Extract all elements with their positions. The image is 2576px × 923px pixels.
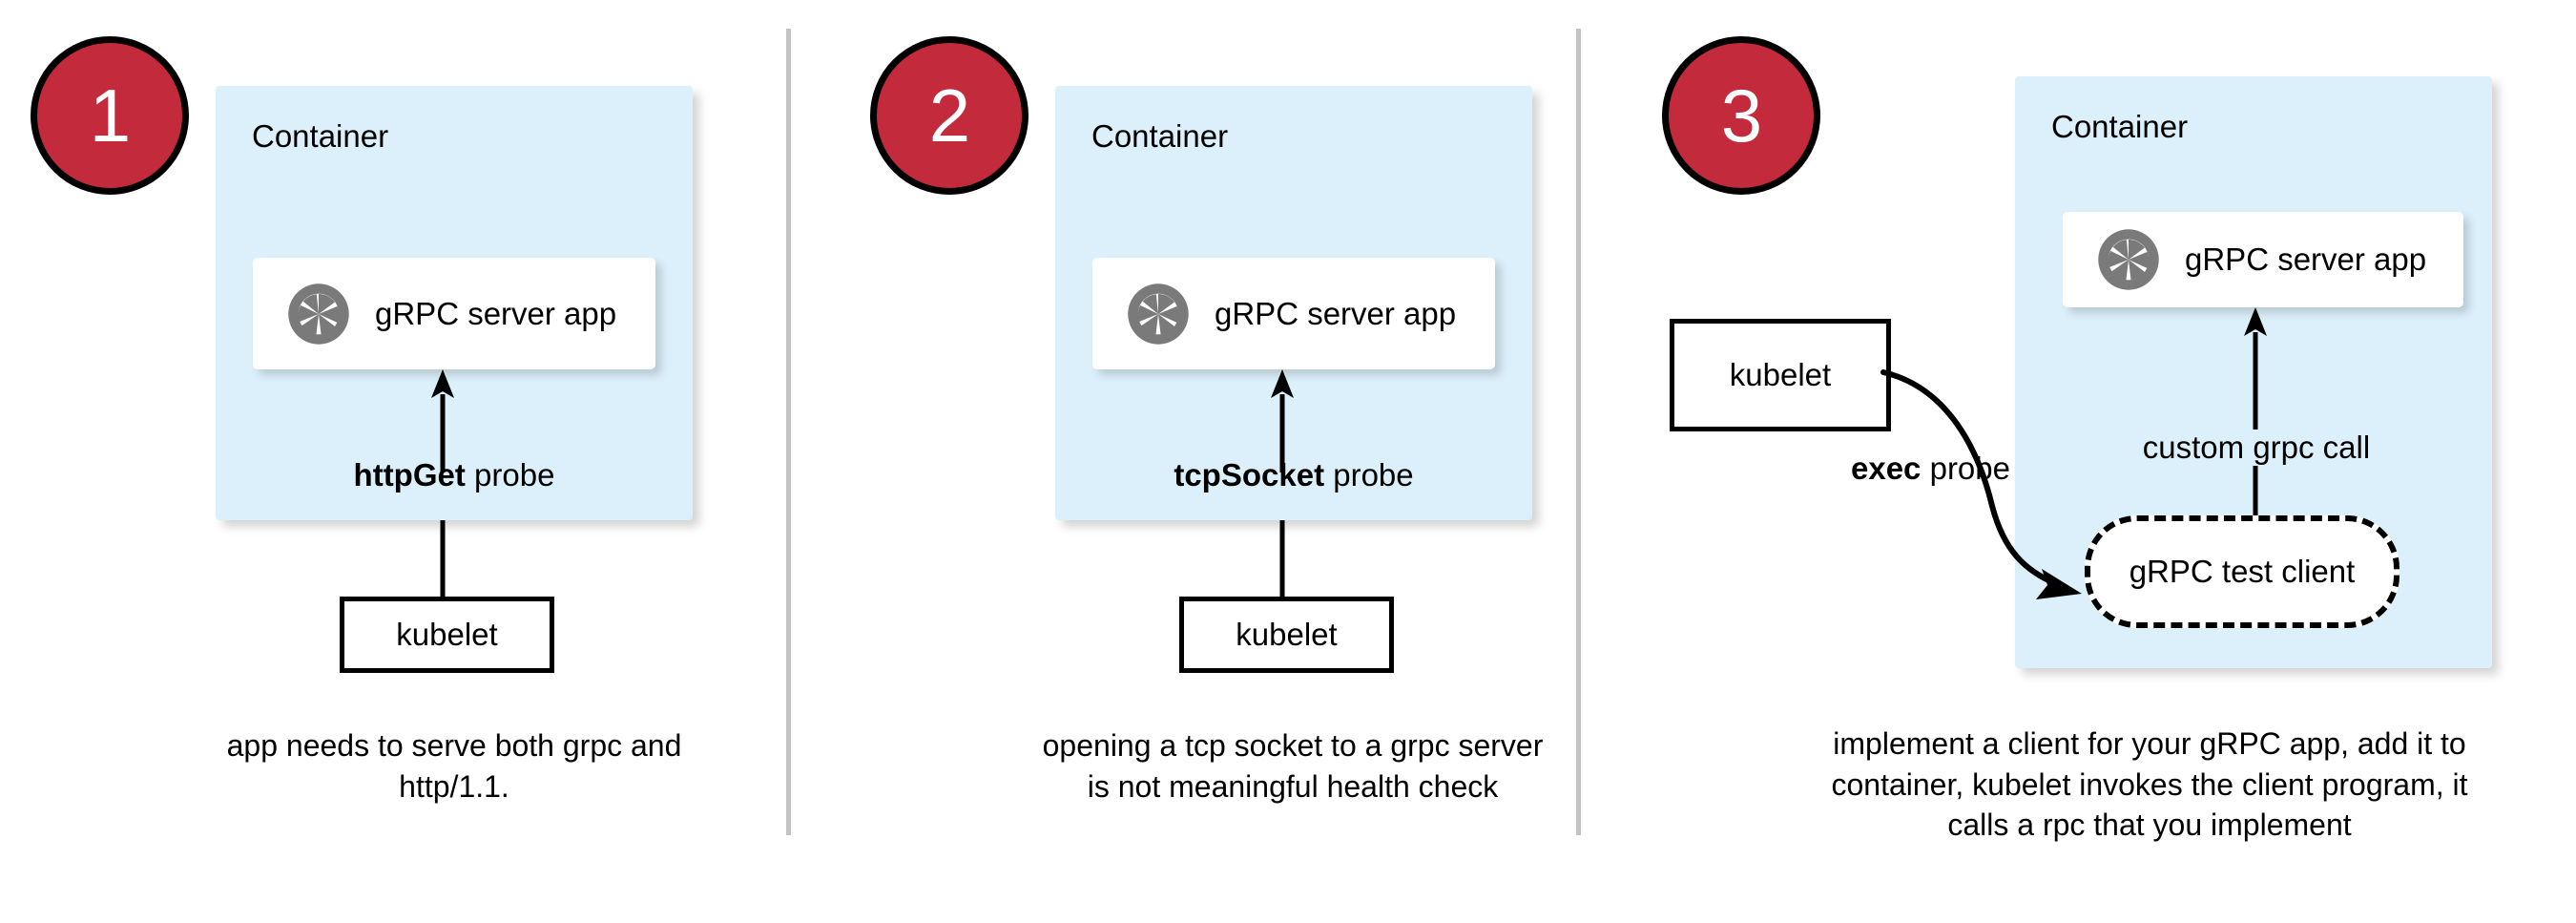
kubelet-label: kubelet — [1729, 357, 1832, 392]
panel-divider-2 — [1576, 29, 1581, 835]
panel-divider-1 — [786, 29, 791, 835]
probe-word-label: probe — [465, 457, 555, 493]
probe-type-label: exec — [1851, 451, 1922, 486]
probe-label-1: httpGet probe — [252, 457, 656, 493]
custom-grpc-call-label: custom grpc call — [2070, 430, 2442, 466]
step-badge-number: 3 — [1720, 73, 1762, 157]
kubelet-box-3: kubelet — [1670, 319, 1891, 431]
grpc-aperture-icon — [1128, 283, 1189, 345]
kubelet-label: kubelet — [396, 617, 498, 652]
grpc-aperture-icon — [2098, 229, 2159, 290]
step-badge-1: 1 — [31, 36, 189, 195]
app-card-label: gRPC server app — [375, 295, 617, 331]
step-badge-3: 3 — [1662, 36, 1820, 195]
grpc-aperture-icon — [288, 283, 349, 345]
container-label: Container — [1091, 118, 1229, 154]
grpc-server-app-card-1: gRPC server app — [253, 258, 655, 369]
step-badge-number: 2 — [928, 73, 970, 157]
grpc-test-client-box: gRPC test client — [2085, 515, 2399, 628]
probe-type-label: tcpSocket — [1174, 457, 1325, 493]
panel-caption-3: implement a client for your gRPC app, ad… — [1831, 726, 2468, 843]
probe-type-label: httpGet — [353, 457, 466, 493]
kubelet-connector-1 — [440, 520, 446, 600]
probe-label-2: tcpSocket probe — [1091, 457, 1496, 493]
kubelet-connector-2 — [1279, 520, 1285, 600]
kubelet-label: kubelet — [1236, 617, 1338, 652]
probe-word-label: probe — [1324, 457, 1414, 493]
grpc-server-app-card-2: gRPC server app — [1092, 258, 1495, 369]
container-label: Container — [2051, 109, 2189, 144]
kubelet-box-1: kubelet — [340, 597, 554, 673]
app-card-label: gRPC server app — [2185, 241, 2427, 277]
container-label: Container — [252, 118, 389, 154]
panel-caption-2: opening a tcp socket to a grpc server is… — [1042, 728, 1544, 804]
app-card-label: gRPC server app — [1215, 295, 1457, 331]
grpc-server-app-card-3: gRPC server app — [2063, 212, 2463, 307]
panel-caption-1: app needs to serve both grpc and http/1.… — [226, 728, 682, 804]
grpc-test-client-label: gRPC test client — [2129, 554, 2356, 589]
kubelet-box-2: kubelet — [1179, 597, 1394, 673]
step-badge-2: 2 — [870, 36, 1028, 195]
probe-word-label: probe — [1921, 451, 2010, 486]
step-badge-number: 1 — [89, 73, 131, 157]
probe-label-3: exec probe — [1851, 451, 2118, 487]
